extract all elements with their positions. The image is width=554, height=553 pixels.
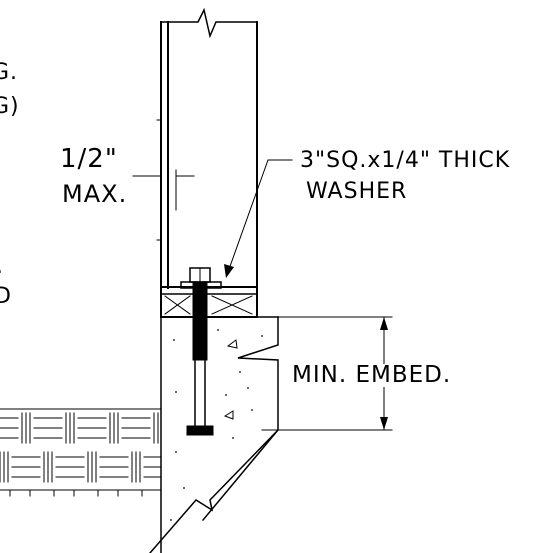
washer-leader	[227, 159, 293, 273]
gap-dimension-label: 1/2"	[60, 144, 118, 174]
anchor-rod-threaded	[192, 281, 208, 361]
embed-label: MIN. EMBED.	[288, 364, 456, 387]
footing-bottom-break	[149, 428, 280, 553]
partial-note-1: G.	[0, 60, 19, 85]
washer-label-line2: WASHER	[306, 179, 408, 204]
base-plate	[160, 286, 258, 318]
bottom-nut	[186, 425, 214, 436]
partial-note-2: G)	[0, 94, 20, 119]
gap-max-label: MAX.	[62, 180, 128, 208]
washer-label-line1: 3"SQ.x1/4" THICK	[300, 148, 511, 173]
partial-note-4: D	[0, 284, 12, 309]
footing-right-break	[201, 316, 279, 522]
post-break-line	[160, 7, 258, 39]
partial-note-3: .	[0, 256, 4, 278]
soil-hatch	[0, 408, 162, 497]
